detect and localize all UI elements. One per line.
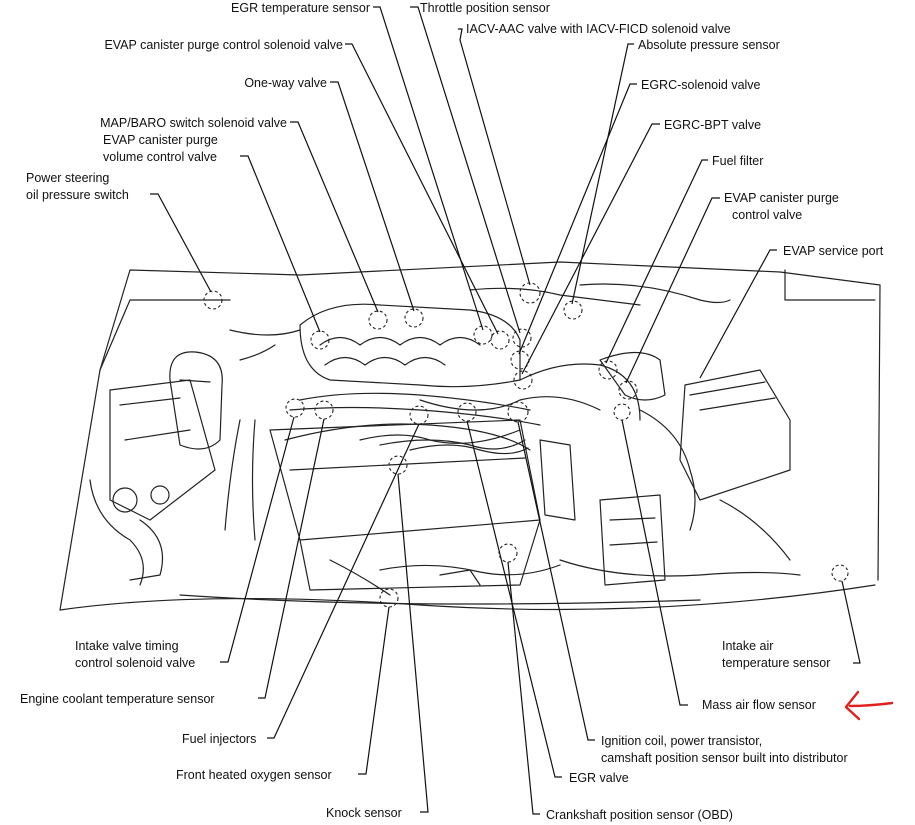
- label-intake-valve-timing-line1: Intake valve timing: [75, 639, 179, 653]
- label-intake-air-temp-line1: Intake air: [722, 639, 774, 653]
- label-knock-sensor: Knock sensor: [326, 806, 402, 820]
- label-egr-temperature-sensor: EGR temperature sensor: [231, 1, 370, 15]
- label-fuel-injectors: Fuel injectors: [182, 732, 257, 746]
- label-evap-volume-line2: volume control valve: [103, 150, 217, 164]
- label-egrc-solenoid-valve: EGRC-solenoid valve: [641, 78, 761, 92]
- label-ignition-coil-line2: camshaft position sensor built into dist…: [601, 751, 848, 765]
- label-iacv-aac-valve: IACV-AAC valve with IACV-FICD solenoid v…: [466, 22, 731, 36]
- label-evap-purge-control-line2: control valve: [732, 208, 803, 222]
- label-crankshaft-position-sensor: Crankshaft position sensor (OBD): [546, 808, 733, 822]
- label-absolute-pressure-sensor: Absolute pressure sensor: [638, 38, 780, 52]
- label-evap-volume-line1: EVAP canister purge: [103, 133, 218, 147]
- label-evap-purge-control-line1: EVAP canister purge: [724, 191, 839, 205]
- label-mass-air-flow-sensor: Mass air flow sensor: [702, 698, 816, 712]
- label-evap-purge-control-solenoid: EVAP canister purge control solenoid val…: [104, 38, 343, 52]
- label-one-way-valve: One-way valve: [244, 76, 327, 90]
- label-throttle-position-sensor: Throttle position sensor: [420, 1, 550, 15]
- label-power-steering-line1: Power steering: [26, 171, 110, 185]
- label-power-steering-line2: oil pressure switch: [26, 188, 129, 202]
- label-fuel-filter: Fuel filter: [712, 154, 764, 168]
- label-intake-valve-timing-line2: control solenoid valve: [75, 656, 196, 670]
- label-engine-coolant-temp-sensor: Engine coolant temperature sensor: [20, 692, 215, 706]
- red-arrow-icon: [844, 690, 894, 721]
- label-ignition-coil-line1: Ignition coil, power transistor,: [601, 734, 763, 748]
- label-egrc-bpt-valve: EGRC-BPT valve: [664, 118, 762, 132]
- label-front-heated-oxygen-sensor: Front heated oxygen sensor: [176, 768, 332, 782]
- label-intake-air-temp-line2: temperature sensor: [722, 656, 831, 670]
- label-map-baro-switch: MAP/BARO switch solenoid valve: [100, 116, 287, 130]
- label-evap-service-port: EVAP service port: [783, 244, 884, 258]
- label-egr-valve: EGR valve: [569, 771, 629, 785]
